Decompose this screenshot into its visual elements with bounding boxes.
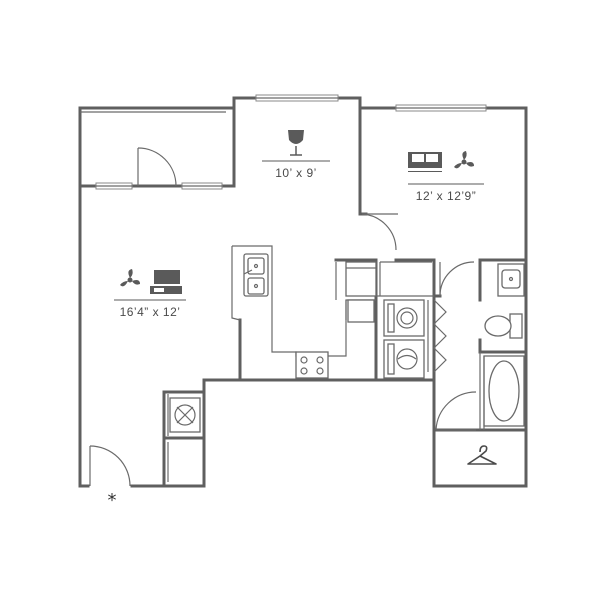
dryer-icon xyxy=(383,299,425,337)
hanger-icon xyxy=(467,445,497,465)
laundry-area xyxy=(376,261,434,379)
bathtub-icon xyxy=(483,355,525,430)
kitchen-sink-icon xyxy=(243,253,269,297)
bathroom xyxy=(479,263,525,430)
ceiling-fan-icon xyxy=(454,151,474,169)
wine-glass-icon xyxy=(288,130,304,156)
bathroom-sink-icon xyxy=(497,263,525,297)
toilet-icon xyxy=(484,313,523,339)
refrigerator-icon xyxy=(345,261,377,297)
living-dimensions: 16’4” x 12’ xyxy=(120,305,181,319)
doors xyxy=(89,147,477,487)
bedroom-dimensions: 12’ x 12’9” xyxy=(416,189,476,203)
walls xyxy=(78,96,528,488)
living-room: 16’4” x 12’ xyxy=(114,269,186,319)
dining-room: 10’ x 9’ xyxy=(262,130,330,180)
entry-marker: * xyxy=(108,490,117,511)
tv-icon xyxy=(150,270,182,294)
windows xyxy=(80,94,487,190)
stove-icon xyxy=(295,351,329,379)
bedroom: 12’ x 12’9” xyxy=(408,151,484,203)
kitchen-counter xyxy=(231,245,377,379)
entry-closet xyxy=(167,394,201,482)
dining-dimensions: 10’ x 9’ xyxy=(275,166,317,180)
bed-icon xyxy=(408,152,442,172)
ceiling-fan-icon xyxy=(120,269,140,287)
cabinet xyxy=(347,299,375,323)
washer-icon xyxy=(383,339,425,379)
